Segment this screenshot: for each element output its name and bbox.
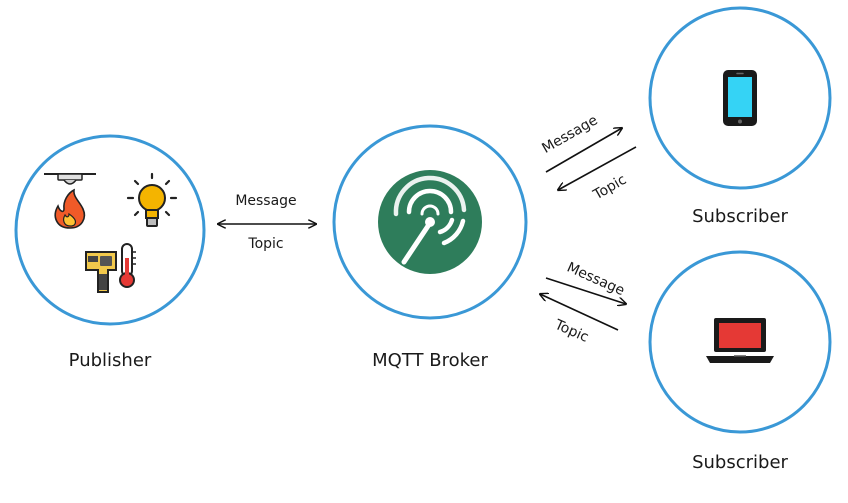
subscriber-phone-node: Subscriber: [648, 6, 832, 227]
phone-message-label: Message: [539, 112, 600, 157]
smartphone-icon: [723, 70, 757, 126]
laptop-message-label: Message: [564, 260, 627, 300]
publisher-node: Publisher: [14, 134, 206, 371]
thermometer-icon: [119, 243, 136, 288]
light-bulb-icon: [126, 172, 178, 227]
broker-laptop-link: Message Topic: [540, 260, 627, 346]
phone-topic-label: Topic: [590, 172, 629, 204]
broadcast-antenna-icon: [378, 170, 482, 274]
broker-label: MQTT Broker: [372, 350, 488, 371]
broker-phone-link: Message Topic: [539, 112, 637, 204]
publisher-message-label: Message: [235, 193, 296, 209]
laptop-topic-label: Topic: [551, 316, 591, 345]
laptop-icon: [706, 318, 774, 363]
subscriber-laptop-label: Subscriber: [692, 452, 788, 473]
publisher-ring: [14, 134, 206, 326]
subscriber-phone-label: Subscriber: [692, 206, 788, 227]
publisher-topic-label: Topic: [247, 236, 283, 252]
publisher-label: Publisher: [69, 350, 152, 371]
subscriber-laptop-node: Subscriber: [648, 250, 832, 473]
phone-topic-arrow: [558, 146, 637, 190]
laptop-topic-arrow: [540, 294, 619, 331]
thermal-gun-icon: [85, 251, 117, 293]
smoke-detector-icon: [44, 173, 96, 185]
phone-message-arrow: [545, 128, 622, 173]
publisher-broker-link: Message Topic: [218, 193, 316, 252]
laptop-message-arrow: [545, 277, 626, 304]
fire-icon: [54, 188, 86, 229]
broker-node: MQTT Broker: [332, 124, 528, 371]
